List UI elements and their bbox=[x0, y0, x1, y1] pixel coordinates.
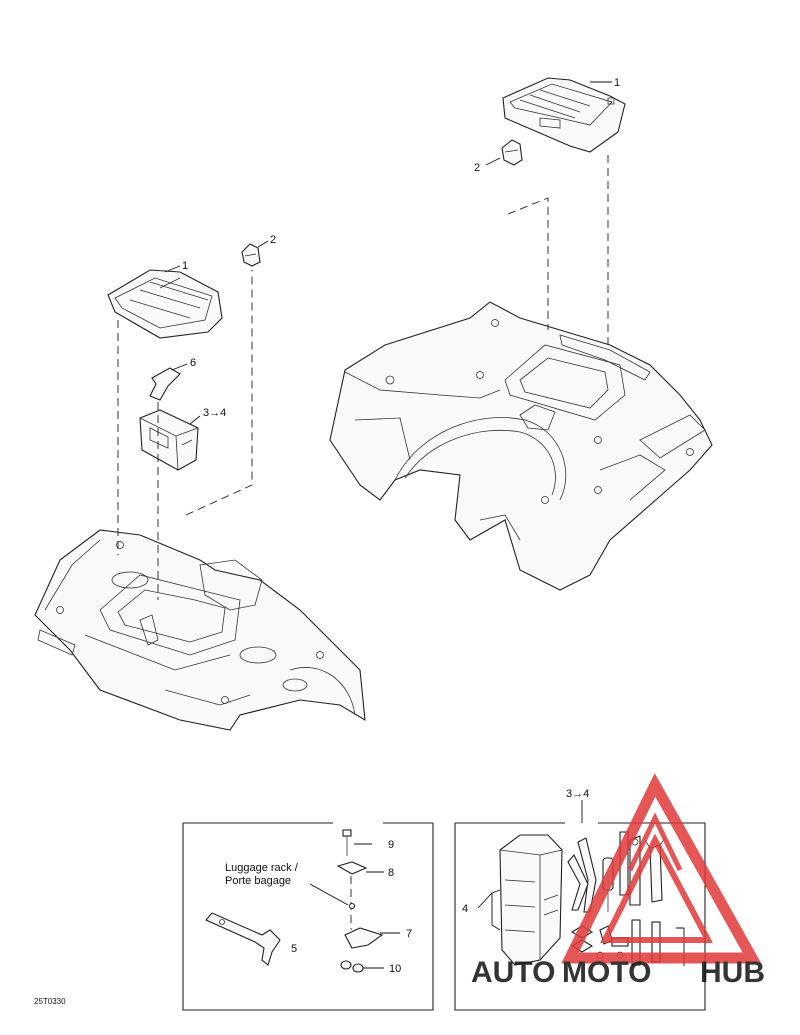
callout-9: 9 bbox=[388, 839, 394, 851]
tool-pliers bbox=[567, 837, 597, 913]
callout-1-left: 1 bbox=[182, 260, 188, 272]
callout-5: 5 bbox=[291, 943, 297, 955]
tool-case bbox=[499, 834, 563, 966]
latch-left bbox=[241, 243, 261, 267]
callout-10: 10 bbox=[389, 963, 401, 975]
callout-3-4-box: 3→4 bbox=[566, 788, 589, 800]
callout-2-top: 2 bbox=[474, 162, 480, 174]
leader-2-left bbox=[257, 240, 269, 248]
plate-upper bbox=[336, 861, 368, 875]
tool-box bbox=[139, 409, 199, 471]
screw bbox=[342, 829, 352, 856]
figure-code: 25T0330 bbox=[34, 997, 66, 1006]
luggage-rack-label-line1: Luggage rack / bbox=[225, 862, 299, 874]
leader-3-4-left bbox=[189, 415, 201, 425]
leader-1-left bbox=[164, 265, 181, 273]
guide-line-left-c bbox=[185, 270, 253, 516]
luggage-rack-label-line2: Porte bagage bbox=[225, 875, 291, 887]
guide-line-top-left bbox=[507, 197, 549, 330]
strap bbox=[149, 367, 181, 401]
watermark-hub: HUB bbox=[700, 956, 765, 989]
callout-7: 7 bbox=[406, 928, 412, 940]
leader-4 bbox=[477, 889, 501, 931]
nut bbox=[340, 960, 364, 973]
watermark-logo: AUTO MOTO HUB bbox=[471, 773, 765, 989]
callout-2-left: 2 bbox=[270, 234, 276, 246]
tool-kit-box bbox=[454, 822, 706, 1011]
callout-6: 6 bbox=[190, 357, 196, 369]
callout-3-4-left: 3→4 bbox=[203, 407, 226, 419]
rear-fender-assembly bbox=[329, 301, 713, 591]
storage-lid-top bbox=[502, 77, 626, 153]
callout-8: 8 bbox=[388, 867, 394, 879]
watermark-auto: AUTO bbox=[471, 956, 555, 989]
hardware-box bbox=[182, 823, 434, 1011]
front-fender-assembly bbox=[34, 529, 366, 731]
callout-1-top: 1 bbox=[614, 77, 620, 89]
storage-lid-left bbox=[107, 269, 223, 339]
leader-6 bbox=[171, 363, 188, 371]
latch-top bbox=[501, 139, 523, 166]
leader-2-top bbox=[485, 157, 501, 166]
bracket bbox=[344, 927, 384, 949]
watermark-moto: MOTO bbox=[562, 956, 651, 989]
callout-4: 4 bbox=[462, 903, 468, 915]
tool-wrench bbox=[205, 912, 281, 966]
